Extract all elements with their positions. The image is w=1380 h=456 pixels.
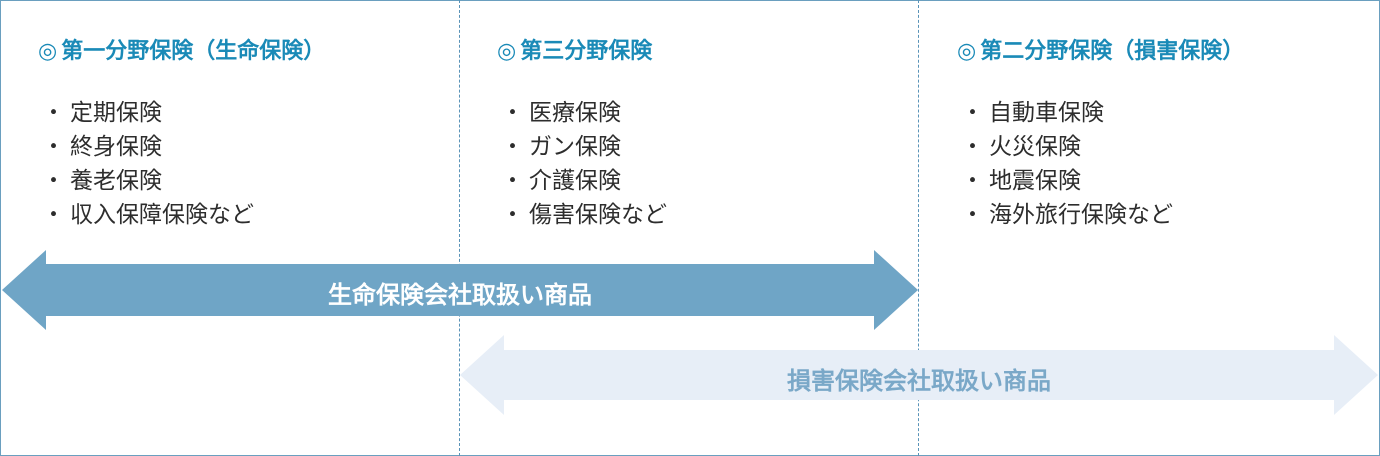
list-item: ・介護保険 <box>497 164 667 198</box>
bullet-icon: ・ <box>961 168 984 194</box>
bullet-icon: ・ <box>961 100 984 126</box>
list-item-label: 終身保険 <box>70 134 162 160</box>
list-item: ・終身保険 <box>38 130 254 164</box>
bullet-icon: ・ <box>501 202 524 228</box>
list-item-label: 定期保険 <box>70 100 162 126</box>
column-title: ◎第二分野保険（損害保険） <box>957 38 1244 66</box>
bullet-icon: ・ <box>961 134 984 160</box>
double-circle-icon: ◎ <box>38 39 58 64</box>
list-item: ・地震保険 <box>957 164 1173 198</box>
list-item-label: 地震保険 <box>989 168 1081 194</box>
list-item: ・医療保険 <box>497 96 667 130</box>
divider-right <box>918 0 919 456</box>
list-item: ・海外旅行保険など <box>957 198 1173 232</box>
bullet-icon: ・ <box>42 168 65 194</box>
column-title-text: 第二分野保険（損害保険） <box>980 39 1245 64</box>
bullet-icon: ・ <box>42 202 65 228</box>
nonlife-insurer-label: 損害保険会社取扱い商品 <box>787 367 1051 395</box>
list-item: ・ガン保険 <box>497 130 667 164</box>
nonlife-insurer-arrow <box>460 335 1378 415</box>
list-item: ・傷害保険など <box>497 198 667 232</box>
product-list: ・定期保険 ・終身保険 ・養老保険 ・収入保障保険など <box>38 96 254 232</box>
bullet-icon: ・ <box>501 100 524 126</box>
double-circle-icon: ◎ <box>497 39 517 64</box>
bullet-icon: ・ <box>961 202 984 228</box>
product-list: ・医療保険 ・ガン保険 ・介護保険 ・傷害保険など <box>497 96 667 232</box>
list-item-label: 収入保障保険など <box>70 202 254 228</box>
life-insurer-arrow <box>2 250 918 330</box>
product-list: ・自動車保険 ・火災保険 ・地震保険 ・海外旅行保険など <box>957 96 1173 232</box>
list-item-label: 海外旅行保険など <box>989 202 1173 228</box>
list-item-label: 養老保険 <box>70 168 162 194</box>
bullet-icon: ・ <box>501 168 524 194</box>
column-title: ◎第一分野保険（生命保険） <box>38 38 325 66</box>
list-item: ・火災保険 <box>957 130 1173 164</box>
list-item-label: 傷害保険など <box>529 202 667 228</box>
list-item: ・自動車保険 <box>957 96 1173 130</box>
life-insurer-label: 生命保険会社取扱い商品 <box>328 281 592 309</box>
list-item-label: ガン保険 <box>529 134 621 160</box>
list-item-label: 自動車保険 <box>989 100 1104 126</box>
list-item-label: 医療保険 <box>529 100 621 126</box>
list-item: ・養老保険 <box>38 164 254 198</box>
column-title-text: 第三分野保険 <box>520 39 653 64</box>
list-item-label: 介護保険 <box>529 168 621 194</box>
bullet-icon: ・ <box>501 134 524 160</box>
double-circle-icon: ◎ <box>957 39 977 64</box>
divider-left <box>459 0 460 456</box>
list-item: ・収入保障保険など <box>38 198 254 232</box>
column-title-text: 第一分野保険（生命保険） <box>61 39 326 64</box>
bullet-icon: ・ <box>42 100 65 126</box>
list-item: ・定期保険 <box>38 96 254 130</box>
bullet-icon: ・ <box>42 134 65 160</box>
column-title: ◎第三分野保険 <box>497 38 652 66</box>
list-item-label: 火災保険 <box>989 134 1081 160</box>
